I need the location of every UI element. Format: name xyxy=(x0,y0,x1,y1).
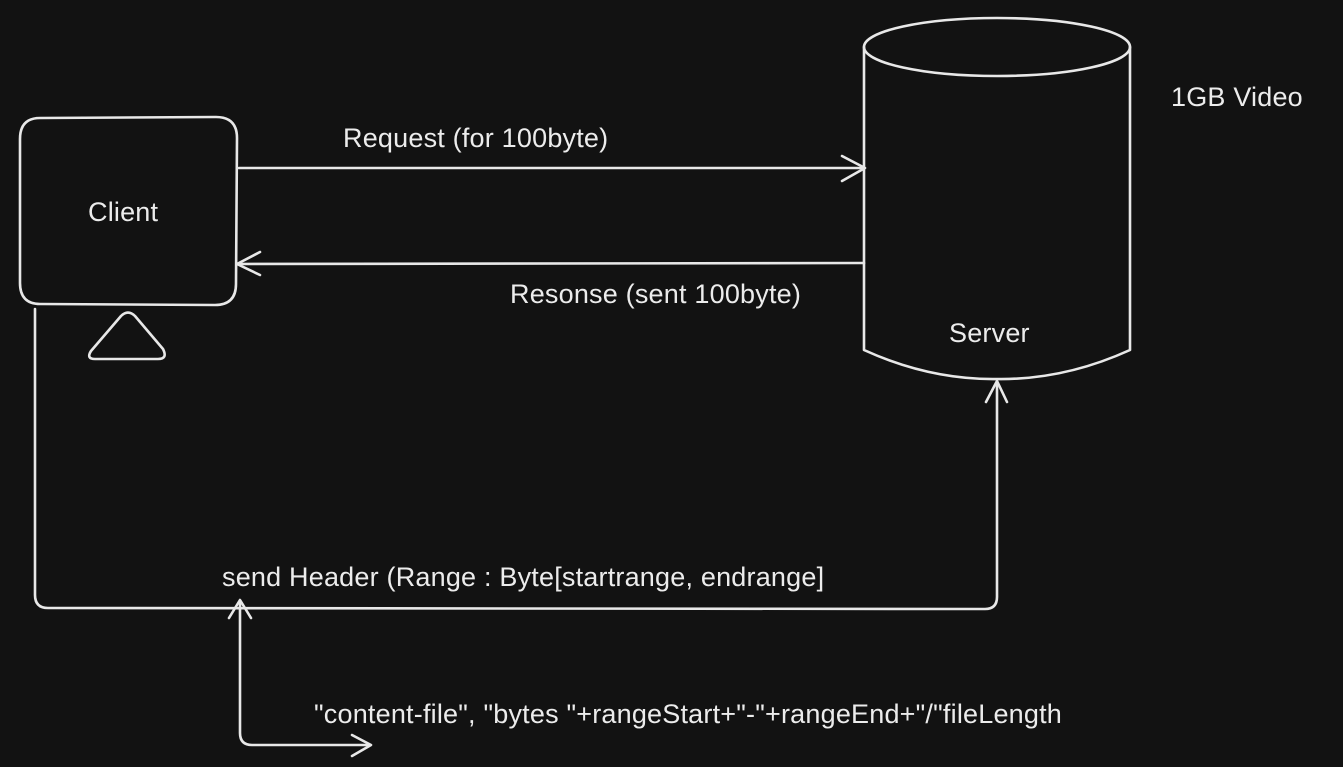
server-label: Server xyxy=(949,318,1030,348)
client-label: Client xyxy=(88,197,159,227)
request-arrowhead xyxy=(840,154,867,183)
response-label: Resonse (sent 100byte) xyxy=(510,279,802,309)
response-arrowhead xyxy=(235,250,262,277)
client-box[interactable] xyxy=(18,115,239,307)
triangle-shape xyxy=(87,311,166,361)
header-arrowhead xyxy=(984,379,1009,404)
server-cylinder-top xyxy=(862,16,1132,78)
header-connector-line xyxy=(33,307,999,611)
content-connector-line xyxy=(238,601,372,747)
server-cylinder-body[interactable] xyxy=(862,45,1132,381)
request-label: Request (for 100byte) xyxy=(343,123,609,153)
content-connector-arrowhead-right xyxy=(350,733,373,758)
video-size-label: 1GB Video xyxy=(1171,82,1303,112)
content-range-label: "content-file", "bytes "+rangeStart+"-"+… xyxy=(314,699,1063,729)
response-arrow-line xyxy=(236,261,866,266)
header-label: send Header (Range : Byte[startrange, en… xyxy=(222,562,825,592)
content-connector-arrowhead-up xyxy=(227,598,253,620)
